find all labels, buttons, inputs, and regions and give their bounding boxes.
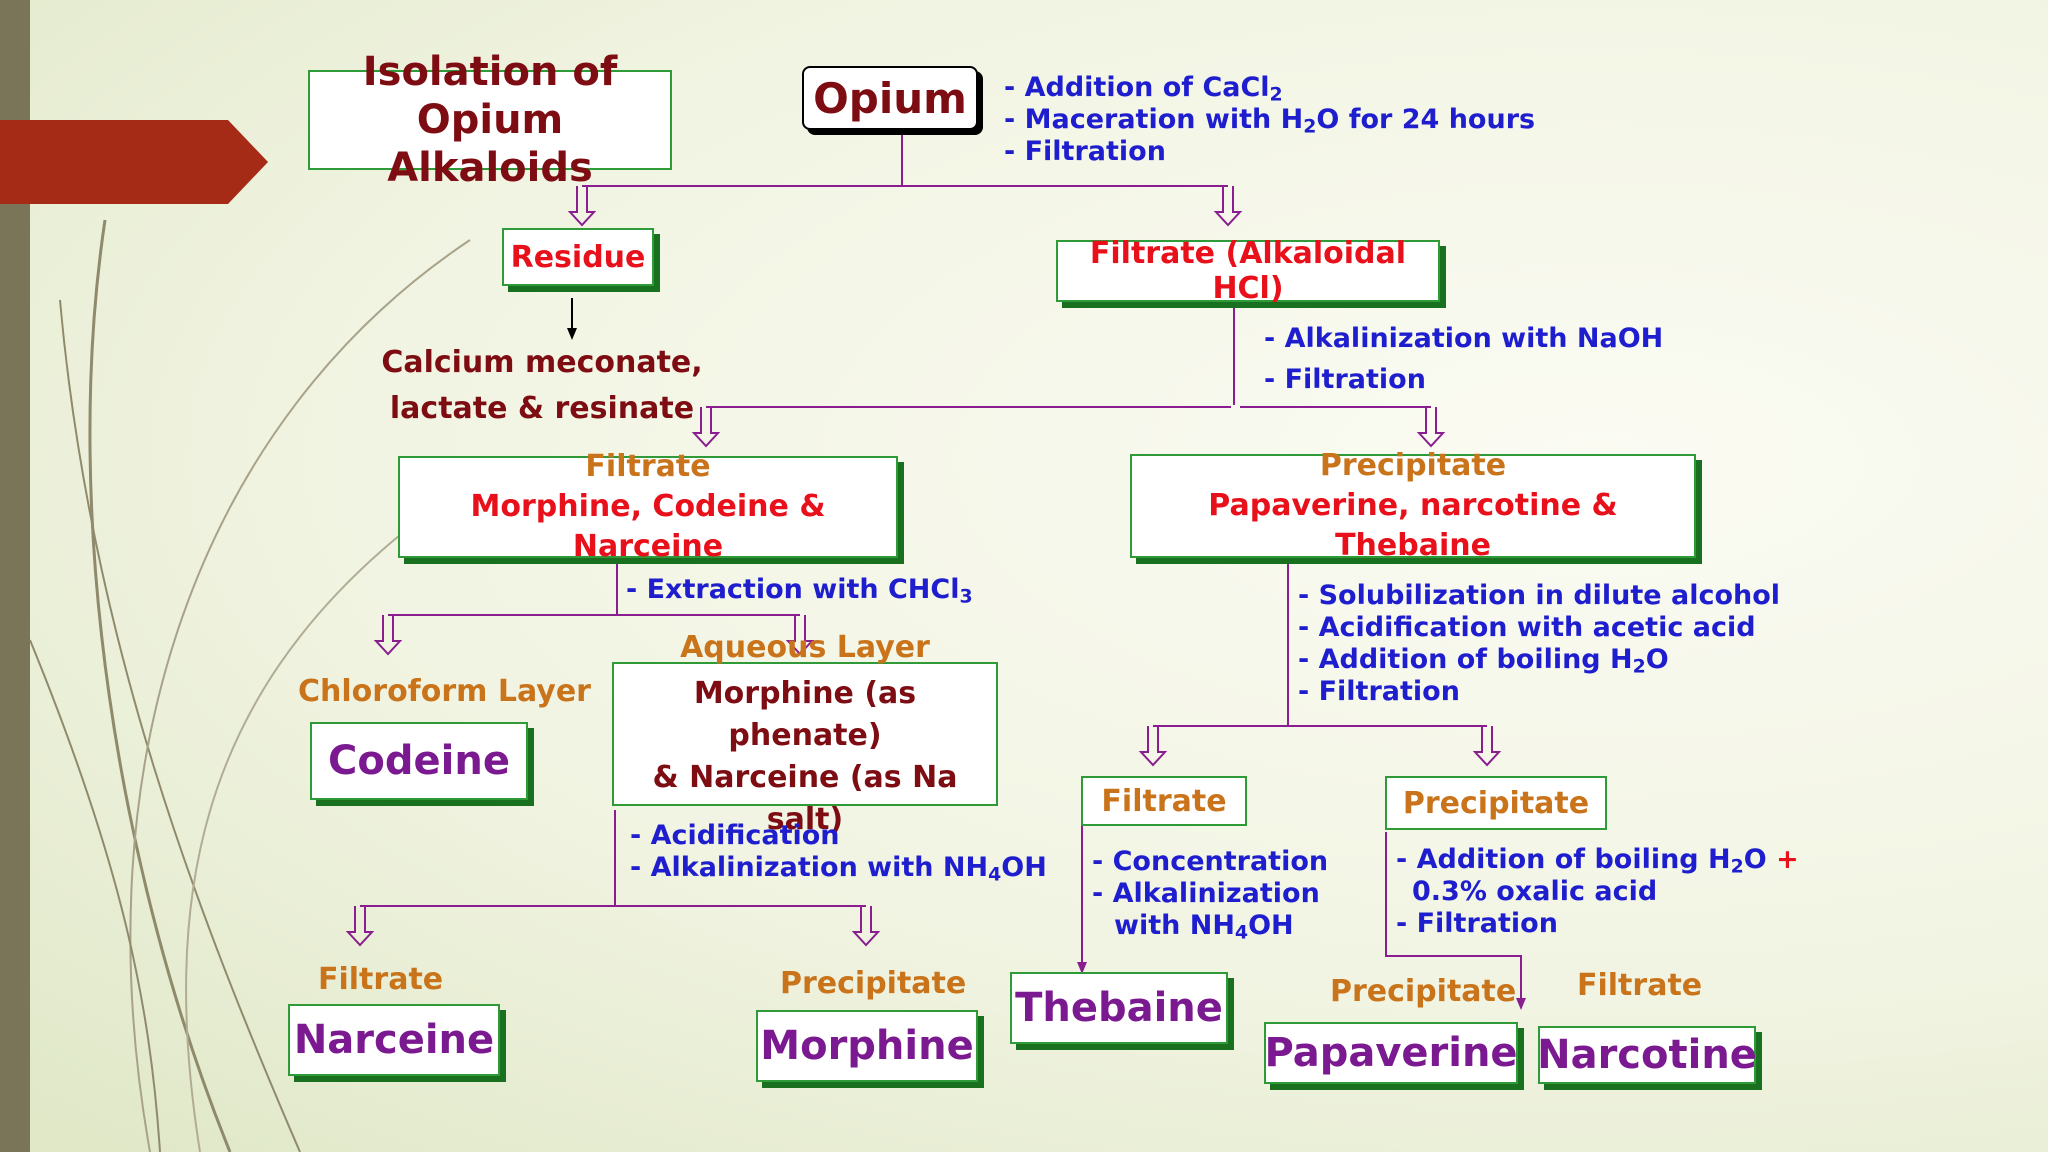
deco-curve-2 [59,299,301,1152]
filtrate-mcn-step-1: - Extraction with CHCl3 [626,574,973,608]
narcotine-box: Narcotine [1537,1026,1757,1084]
opium-step-2: - Maceration with H2O for 24 hours [1004,104,1536,138]
pn-step-1: - Addition of boiling H2O + [1396,844,1799,878]
precipitate-pnt-step-1: - Solubilization in dilute alcohol [1298,580,1781,611]
narceine-filtrate-label: Filtrate [318,962,444,997]
filtrate-hcl-step-2: - Filtration [1264,364,1426,395]
aqueous-step-2: - Alkalinization with NH4OH [630,852,1047,886]
morphine-label: Morphine [760,1023,974,1069]
connector-lines [360,134,1522,1000]
aqueous-layer-line-1: Morphine (as phenate) [693,676,917,753]
arrow-to-thebaine-filtrate [1138,726,1168,767]
narcotine-label: Narcotine [1537,1032,1757,1078]
arrow-to-filtrate-mcn [691,407,721,448]
aqueous-step-1: - Acidification [630,820,840,851]
morphine-precipitate-label: Precipitate [780,966,967,1001]
deco-curve-1 [88,219,232,1152]
papaverine-label: Papaverine [1264,1030,1518,1076]
accent-arrow [0,120,268,204]
narcotine-filtrate-label: Filtrate [1577,968,1703,1003]
pn-step-2: 0.3% oxalic acid [1412,876,1658,907]
filtrate-hcl-label: Filtrate (Alkaloidal HCl) [1089,236,1407,306]
residue-product: Calcium meconate, lactate & resinate [381,340,702,432]
precipitate-pnt-step-2: - Acidification with acetic acid [1298,612,1756,643]
deco-curve-5 [29,639,161,1152]
precipitate-pnt-contents: Papaverine, narcotine & Thebaine [1208,488,1618,563]
thebaine-box: Thebaine [1010,972,1228,1044]
papaverine-box: Papaverine [1264,1022,1518,1084]
pn-precipitate-label: Precipitate [1402,785,1590,821]
codeine-box: Codeine [310,722,528,800]
title-line-1: Isolation of [362,49,618,95]
arrow-to-residue [567,186,597,227]
narceine-box: Narceine [288,1004,500,1076]
arrow-to-precipitate-pnt [1416,407,1446,448]
hollow-arrows [345,186,1502,947]
chloroform-layer-label: Chloroform Layer [298,674,591,709]
precipitate-pnt-step-4: - Filtration [1298,676,1460,707]
arrow-to-morphine [851,906,881,947]
arrow-to-chloroform [373,615,403,656]
pn-steps: - Addition of boiling H2O + 0.3% oxalic … [1396,844,1799,940]
opium-step-3: - Filtration [1004,136,1166,167]
filtrate-mcn-steps: - Extraction with CHCl3 [626,574,973,606]
thebaine-step-1: - Concentration [1092,846,1329,877]
arrow-to-aqueous [785,615,815,656]
residue-product-line-2: lactate & resinate [389,391,695,426]
precipitate-pnt-box: Precipitate Papaverine, narcotine & Theb… [1130,448,1696,563]
aqueous-layer-title: Aqueous Layer [680,630,930,665]
pn-precipitate-box: Precipitate [1385,776,1607,830]
arrow-residue-head [567,328,577,340]
aqueous-layer-steps: - Acidification - Alkalinization with NH… [630,820,1047,884]
thebaine-step-3: with NH4OH [1114,910,1294,944]
pn-step-3: - Filtration [1396,908,1558,939]
filtrate-hcl-step-1: - Alkalinization with NaOH [1264,323,1664,354]
solid-arrows [567,298,1526,1010]
filtrate-mcn-title: Filtrate [585,449,711,484]
filtrate-mcn-box: Filtrate Morphine, Codeine & Narceine [398,449,898,564]
residue-product-line-1: Calcium meconate, [381,345,703,380]
title-box: Isolation of Opium Alkaloids [308,49,672,191]
filtrate-mcn-contents: Morphine, Codeine & Narceine [470,489,826,564]
aqueous-layer-line-2: & Narceine (as Na salt) [652,760,958,837]
arrow-to-pn-precipitate [1472,726,1502,767]
thebaine-filtrate-label: Filtrate [1101,783,1227,819]
aqueous-layer-box: Aqueous Layer Morphine (as phenate) & Na… [612,630,998,837]
opium-label: Opium [813,73,967,123]
title-line-2: Opium Alkaloids [387,97,593,191]
precipitate-pnt-step-3: - Addition of boiling H2O [1298,644,1669,678]
residue-label: Residue [510,239,646,275]
arrow-thebaine-head [1077,962,1087,974]
precipitate-pnt-title: Precipitate [1319,448,1507,483]
thebaine-filtrate-box: Filtrate [1081,776,1247,826]
precipitate-pnt-steps: - Solubilization in dilute alcohol - Aci… [1298,580,1780,708]
residue-box: Residue [502,228,654,286]
codeine-label: Codeine [328,738,510,784]
papaverine-precipitate-label: Precipitate [1330,974,1517,1009]
thebaine-label: Thebaine [1015,985,1223,1031]
opium-steps: - Addition of CaCl2 - Maceration with H2… [1004,72,1535,168]
deco-curve-4 [185,534,401,1152]
opium-step-1: - Addition of CaCl2 [1004,72,1283,106]
opium-box: Opium [802,66,978,130]
morphine-box: Morphine [756,1010,978,1082]
filtrate-hcl-box: Filtrate (Alkaloidal HCl) [1056,236,1440,306]
arrow-to-narceine [345,906,375,947]
thebaine-step-2: - Alkalinization [1092,878,1320,909]
filtrate-hcl-steps: - Alkalinization with NaOH - Filtration [1264,318,1663,400]
thebaine-steps: - Concentration - Alkalinization with NH… [1092,846,1328,942]
arrow-papaverine-head [1516,998,1526,1010]
deco-curve-3 [129,239,471,1152]
narceine-label: Narceine [293,1017,495,1063]
arrow-to-filtrate-hcl [1213,186,1243,227]
